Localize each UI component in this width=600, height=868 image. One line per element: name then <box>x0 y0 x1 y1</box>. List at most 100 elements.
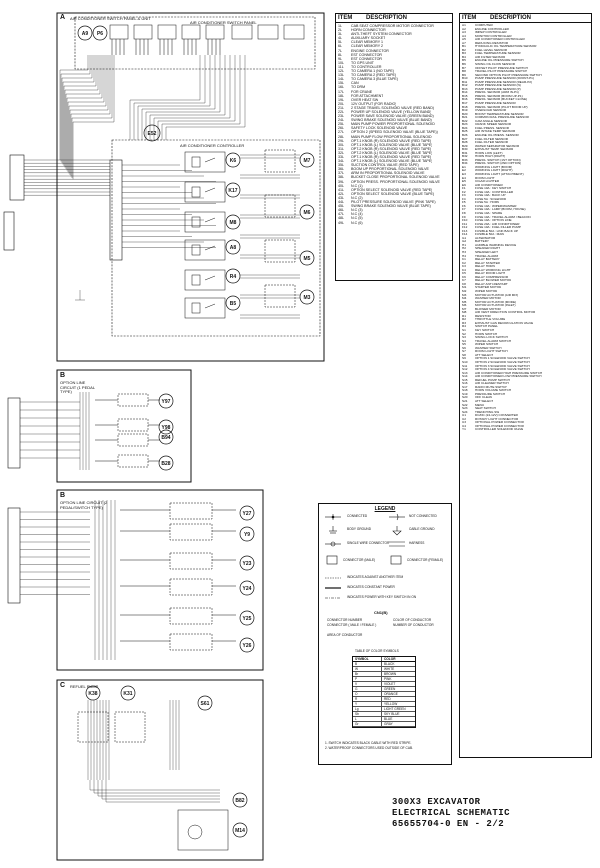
panel-c-title: REFUEL PUMP <box>70 684 99 689</box>
table1-item: 45L <box>338 204 344 209</box>
wire <box>165 55 246 140</box>
table2-description: AIR CONDITIONER <box>475 183 503 187</box>
table2-item: S9 <box>462 357 466 361</box>
color-table-header: SYMBOL COLOR <box>353 657 415 662</box>
table2-item: S18 <box>462 389 468 393</box>
wire <box>70 55 111 177</box>
panel-b1-letter: B <box>60 372 66 379</box>
table1-description: 12V OUTPUT (FOR RADIO) <box>351 101 397 106</box>
table1-item: 43L <box>338 195 344 200</box>
valve-box <box>169 552 213 570</box>
table2-description: SWITCH PANEL <box>475 325 498 329</box>
table1-item: 17L <box>338 89 344 94</box>
table2-description: PRESS. SWITCH (2ND OPTION) <box>475 162 522 166</box>
table2-description: FUSE 10A : OPTION LINE <box>475 219 512 223</box>
table2-item: B11 <box>462 80 468 84</box>
table2-item: F6 <box>462 204 466 208</box>
table2-description: FUSE 5A : SOLENOID <box>475 197 507 201</box>
table1-description: SUCTION CONTROL VALVE (RED TAPE) <box>351 163 419 168</box>
table1-description: N.C (3) <box>351 208 363 213</box>
valve-box <box>169 578 213 596</box>
valve-box <box>117 454 149 468</box>
controller-title: AIR CONDITIONER CONTROLLER <box>180 143 245 148</box>
table1-description: EST CONNECTOR <box>351 56 383 61</box>
table2-item: H4 <box>462 254 466 258</box>
table2-description: RADIO MUTE SWITCH <box>475 385 508 389</box>
table2-item: R2 <box>462 318 466 322</box>
table2-description: WORKING LIGHT (RIGHT) <box>475 169 513 173</box>
table1-item: 34L <box>338 159 344 164</box>
color-symbol: B <box>353 662 382 666</box>
table2-item: H1 <box>462 243 466 247</box>
switch-panel-connector <box>157 24 177 40</box>
table1-description: OPTION 2 (SPEED SOLENOID VALVE (BLUE TAP… <box>351 130 438 135</box>
component-label: B5 <box>230 301 237 307</box>
wire <box>72 55 115 180</box>
component-label: M6 <box>304 210 311 216</box>
table1-description: 2 STAGE TRAVEL SOLENOID VALVE (RED BAND) <box>351 105 435 110</box>
table2-item: F5 <box>462 201 466 205</box>
component-circle <box>239 637 255 653</box>
table2-item: E1 <box>462 165 466 169</box>
table2-item: H2 <box>462 247 466 251</box>
component-circle <box>77 25 93 41</box>
table2-description: FUSE 10A : TRAVEL ALARM / BEACON <box>475 215 531 219</box>
table2-item: H3 <box>462 251 466 254</box>
table2-item: M5 <box>462 300 467 304</box>
wire <box>71 55 113 178</box>
component-label: A9 <box>82 31 89 37</box>
table1-description: MAIN PUMP FLOW PROPORTIONAL SOLENOID <box>351 134 432 139</box>
table2-description: PUMP PRESSURE SENSOR (N) <box>475 84 521 88</box>
legend-note-1: 1. SWITCH INDICATES BLACK CABLE WITH RED… <box>325 741 412 745</box>
table1-description: ENGINE CONNECTOR <box>351 48 389 53</box>
b1-left-connector <box>7 397 21 469</box>
switch-panel-connector <box>257 24 279 40</box>
table2-description: OFFSET PILOT PRESSURE SWITCH <box>475 66 528 70</box>
table1-item: 31L <box>338 146 344 151</box>
table1-item: 42L <box>338 191 344 196</box>
table2-item: M3 <box>462 293 467 297</box>
color-symbol: G <box>353 687 382 691</box>
table2-col-item: ITEM <box>462 15 477 21</box>
table1-description: OPTION SELECT SOLENOID VALVE (RED TAPE) <box>351 187 433 192</box>
table2-item: B15 <box>462 94 468 98</box>
component-label: Y26 <box>243 643 252 649</box>
table1-description: SAFETY LOCK SOLENOID VALVE <box>351 126 408 131</box>
pump-motor <box>187 824 203 840</box>
table2-item: E3 <box>462 172 466 176</box>
component-label: Y27 <box>243 511 252 517</box>
table2-description: MONITOR CONTROLLER <box>475 34 512 38</box>
parts-table-1-header: ITEM DESCRIPTION <box>336 14 452 23</box>
table1-item: 24L <box>338 118 344 123</box>
panel-a-letter: A <box>60 14 66 21</box>
table2-item: S14 <box>462 375 468 379</box>
wire <box>105 780 220 803</box>
relay-coil <box>191 156 201 168</box>
